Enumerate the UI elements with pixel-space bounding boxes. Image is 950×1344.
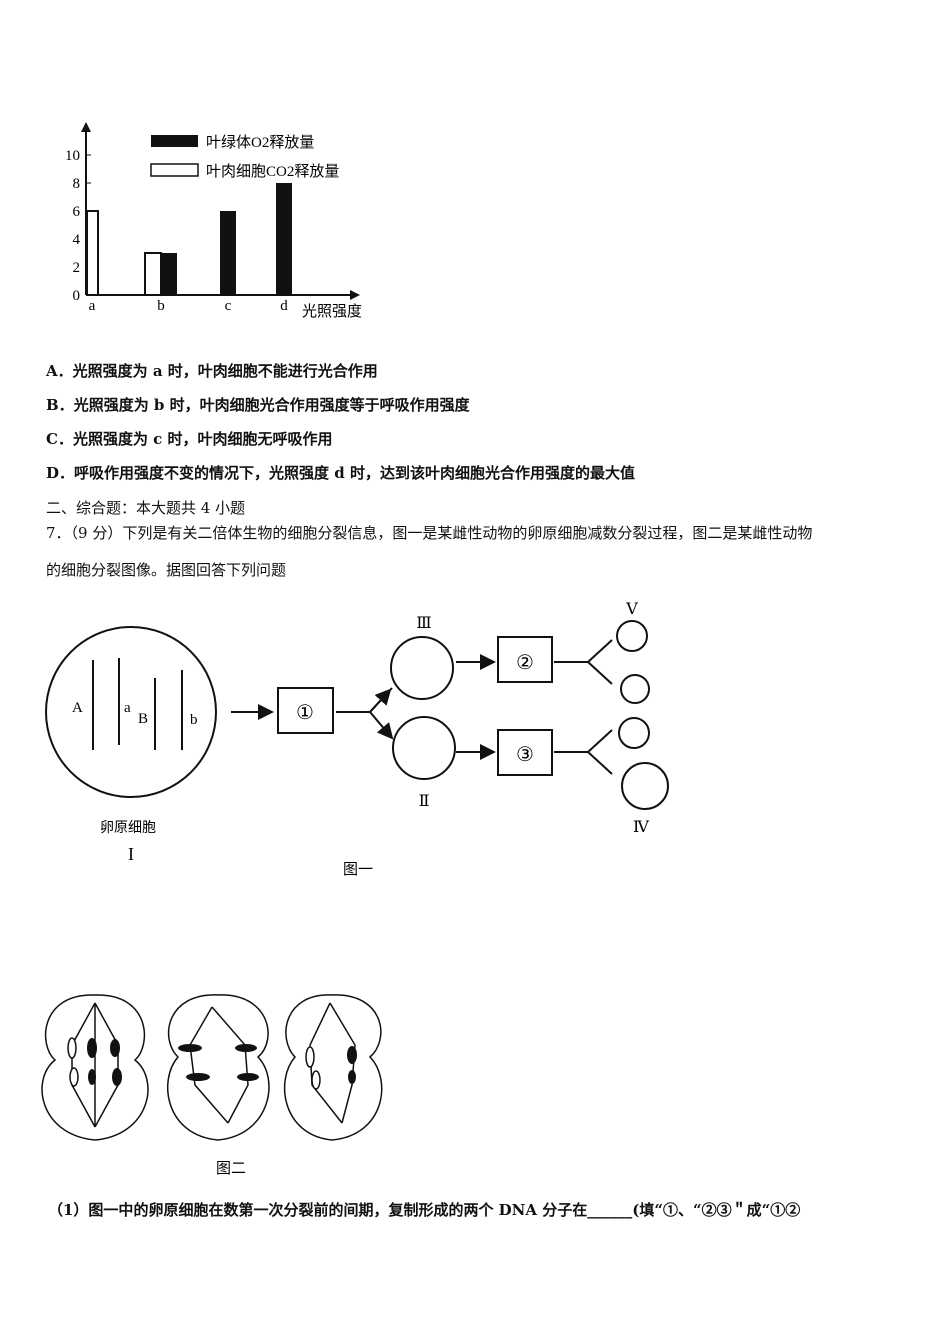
legend-swatch-o2 [151,135,198,147]
oogonium-cell [45,626,217,798]
cell-drawing-3 [283,994,383,1141]
label-II: Ⅱ [419,793,430,810]
figure-1-caption: 图一 [343,861,373,878]
label-III: Ⅲ [416,615,431,632]
y-tick-label: 2 [73,260,81,276]
legend-label-o2: 叶绿体O2释放量 [206,134,314,151]
cell-V [616,620,648,652]
question-7-line1: 7．（9 分）下列是有关二倍体生物的细胞分裂信息，图一是某雌性动物的卵原细胞减数… [46,524,813,542]
legend-label-co2: 叶肉细胞CO2释放量 [206,163,339,180]
box-3-label: ③ [516,744,534,766]
x-axis-arrow [350,290,360,300]
cell-drawing-1 [41,994,149,1141]
label-IV: Ⅳ [633,819,650,836]
x-tick-label: b [157,298,165,314]
y-tick-label: 10 [65,148,80,164]
bar-o2-c [220,211,236,295]
y-tick-label: 6 [73,204,81,220]
option-d: D．呼吸作用强度不变的情况下，光照强度 d 时，达到该叶肉细胞光合作用强度的最大… [46,464,635,482]
x-axis-label: 光照强度 [302,303,362,320]
x-tick-label: a [89,298,96,314]
label-I: I [128,844,134,864]
figure-2: 图二 [41,994,383,1177]
figure-1: A a B b ① ② ③ Ⅲ Ⅱ Ⅴ Ⅳ 卵原细胞 I 图一 [45,601,669,878]
option-b: B．光照强度为 b 时，叶肉细胞光合作用强度等于呼吸作用强度 [46,396,470,414]
x-tick-label: d [280,298,288,314]
option-a: A．光照强度为 a 时，叶肉细胞不能进行光合作用 [46,362,378,380]
bar-o2-d [276,183,292,295]
allele-b: b [190,712,198,728]
allele-A: A [72,700,83,716]
oogonium-label: 卵原细胞 [100,820,156,836]
box-3 [497,729,553,776]
allele-B: B [138,711,148,727]
sub-question-1: （1）图一中的卵原细胞在数第一次分裂前的间期，复制形成的两个 DNA 分子在__… [48,1201,801,1219]
x-tick-label: c [225,298,232,314]
y-tick-label: 8 [73,176,81,192]
bar-co2-a [86,210,99,296]
figure-2-caption: 图二 [216,1160,246,1177]
box-1 [277,687,334,734]
box-2 [497,636,553,683]
option-c: C．光照强度为 c 时，叶肉细胞无呼吸作用 [46,430,333,448]
y-tick-label: 4 [73,232,81,248]
allele-a: a [124,700,131,716]
cell-IV [621,762,669,810]
y-tick-label: 0 [73,288,81,304]
question-7-line2: 的细胞分裂图像。据图回答下列问题 [46,561,287,579]
cell-II [392,716,456,780]
bar-co2-b [144,252,162,296]
box-2-label: ② [516,652,534,674]
y-axis-arrow [81,122,91,132]
legend-swatch-co2 [150,163,199,177]
section-title: 二、综合题：本大题共 4 小题 [46,499,246,517]
box-1-label: ① [296,702,314,724]
bar-o2-b [161,253,177,295]
label-V: Ⅴ [625,601,638,618]
cell-drawing-2 [166,994,270,1141]
cell-III [390,636,454,700]
